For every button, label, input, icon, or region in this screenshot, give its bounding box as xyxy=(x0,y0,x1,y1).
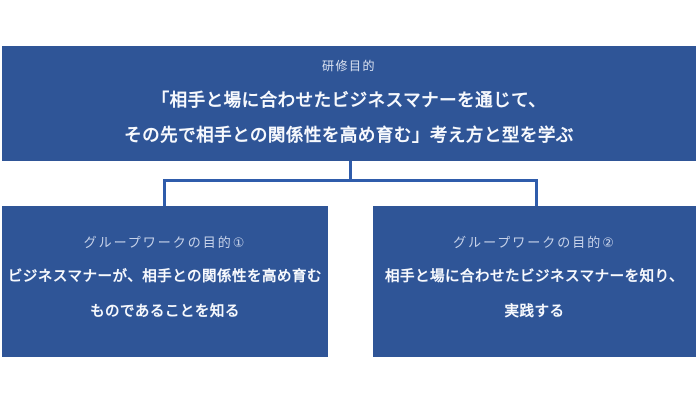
groupwork-purpose-1-text-line2: ものであることを知る xyxy=(90,304,240,320)
connector-right-drop-line xyxy=(535,179,538,206)
groupwork-purpose-1-box: グループワークの目的① ビジネスマナーが、相手との関係性を高め育む ものであるこ… xyxy=(2,206,328,357)
training-purpose-text-line1: 「相手と場に合わせたビジネスマナーを通じて、 xyxy=(151,90,547,110)
training-purpose-label: 研修目的 xyxy=(321,59,376,73)
groupwork-purpose-2-box: グループワークの目的② 相手と場に合わせたビジネスマナーを知り、 実践する xyxy=(373,206,696,357)
groupwork-purpose-2-label: グループワークの目的② xyxy=(453,235,616,250)
groupwork-purpose-2-text-line1: 相手と場に合わせたビジネスマナーを知り、 xyxy=(385,269,684,285)
connector-stem-line xyxy=(349,161,352,181)
connector-left-drop-line xyxy=(163,179,166,206)
connector-horizontal-line xyxy=(163,179,538,182)
training-purpose-text-line2: その先で相手との関係性を高め育む」考え方と型を学ぶ xyxy=(124,125,574,145)
groupwork-purpose-1-label: グループワークの目的① xyxy=(83,235,247,250)
groupwork-purpose-1-text-line1: ビジネスマナーが、相手との関係性を高め育む xyxy=(7,269,323,285)
groupwork-purpose-2-text-line2: 実践する xyxy=(504,304,565,320)
training-purpose-box: 研修目的 「相手と場に合わせたビジネスマナーを通じて、 その先で相手との関係性を… xyxy=(2,46,696,161)
